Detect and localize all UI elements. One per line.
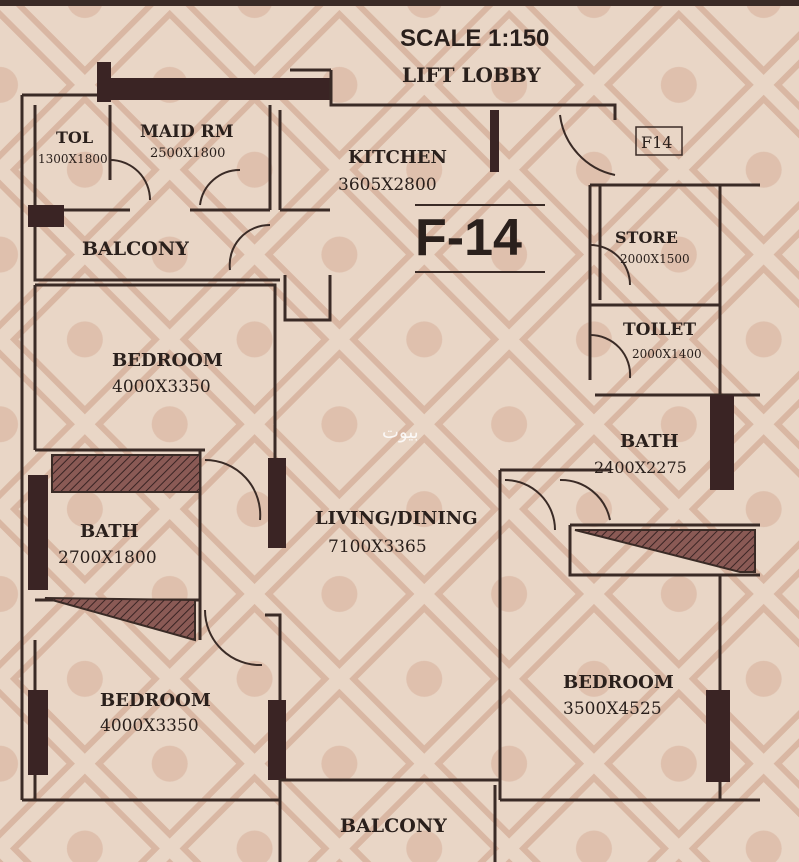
- bedroom-1-label: BEDROOM: [112, 350, 223, 371]
- balcony-bottom-label: BALCONY: [340, 815, 447, 837]
- living-dining-label: LIVING/DINING: [315, 508, 478, 529]
- balcony-top-label: BALCONY: [82, 238, 189, 260]
- bedroom-2-size: 4000X3350: [100, 716, 199, 736]
- bath-right-label: BATH: [620, 431, 679, 452]
- scan-top-edge: [0, 0, 799, 6]
- bedroom-1-size: 4000X3350: [112, 377, 211, 397]
- unit-tag: F14: [641, 133, 672, 152]
- bath-left-label: BATH: [80, 521, 139, 542]
- toilet-size: 2000X1400: [632, 347, 702, 361]
- bedroom-3-size: 3500X4525: [563, 699, 662, 719]
- store-label: STORE: [615, 228, 678, 247]
- bath-left-size: 2700X1800: [58, 548, 157, 568]
- kitchen-size: 3605X2800: [338, 175, 437, 195]
- bath-right-size: 2400X2275: [594, 458, 687, 477]
- kitchen-label: KITCHEN: [348, 147, 447, 168]
- bedroom-3-label: BEDROOM: [563, 672, 674, 693]
- bedroom-2-label: BEDROOM: [100, 690, 211, 711]
- unit-title: F-14: [415, 209, 522, 267]
- tol-size: 1300X1800: [38, 152, 108, 166]
- watermark: بيوت: [382, 422, 419, 443]
- maid-room-label: MAID RM: [140, 122, 234, 142]
- unit-tag-box: [635, 126, 683, 156]
- maid-room-size: 2500X1800: [150, 146, 225, 161]
- tol-label: TOL: [56, 128, 93, 147]
- toilet-label: TOILET: [623, 320, 696, 340]
- store-size: 2000X1500: [620, 252, 690, 266]
- living-dining-size: 7100X3365: [328, 537, 427, 557]
- scale-label: SCALE 1:150: [400, 25, 549, 52]
- lift-lobby-label: LIFT LOBBY: [402, 63, 541, 87]
- walls: [20, 62, 760, 862]
